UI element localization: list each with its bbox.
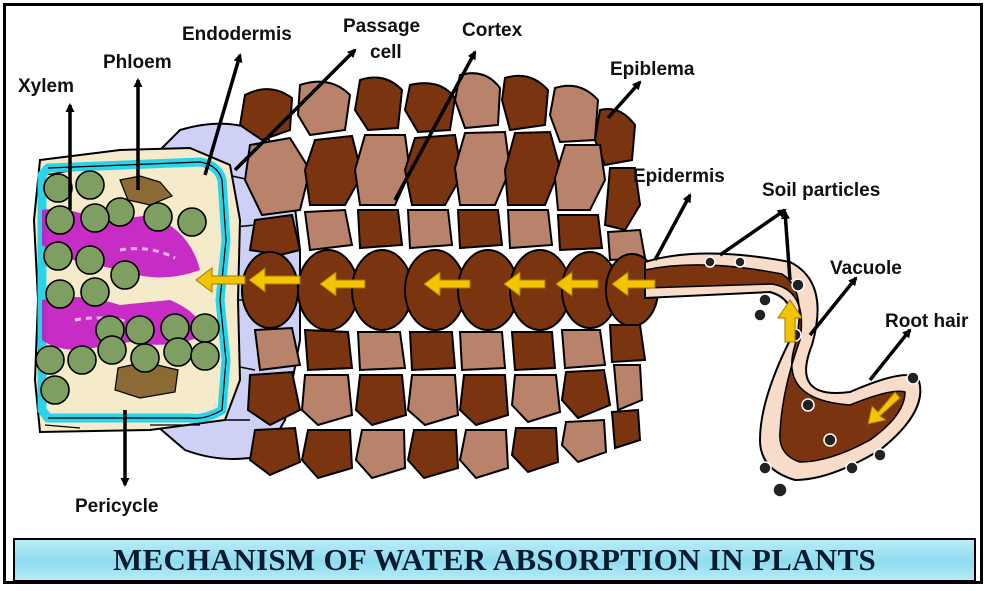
label-pericycle: Pericycle (75, 496, 158, 517)
label-vacuole: Vacuole (830, 258, 902, 279)
label-cell: cell (370, 42, 402, 63)
label-endodermis: Endodermis (182, 24, 292, 45)
label-root-hair: Root hair (885, 311, 969, 332)
label-passage: Passage (343, 16, 420, 37)
cortex-tissue (240, 73, 658, 478)
label-phloem: Phloem (103, 52, 172, 73)
label-xylem: Xylem (18, 76, 74, 97)
label-cortex: Cortex (462, 20, 523, 41)
label-epiblema: Epiblema (610, 59, 695, 80)
diagram-title: MECHANISM OF WATER ABSORPTION IN PLANTS (113, 542, 876, 578)
title-banner: MECHANISM OF WATER ABSORPTION IN PLANTS (13, 538, 976, 582)
label-epidermis: Epidermis (633, 166, 725, 187)
label-soil-particles: Soil particles (762, 180, 880, 201)
